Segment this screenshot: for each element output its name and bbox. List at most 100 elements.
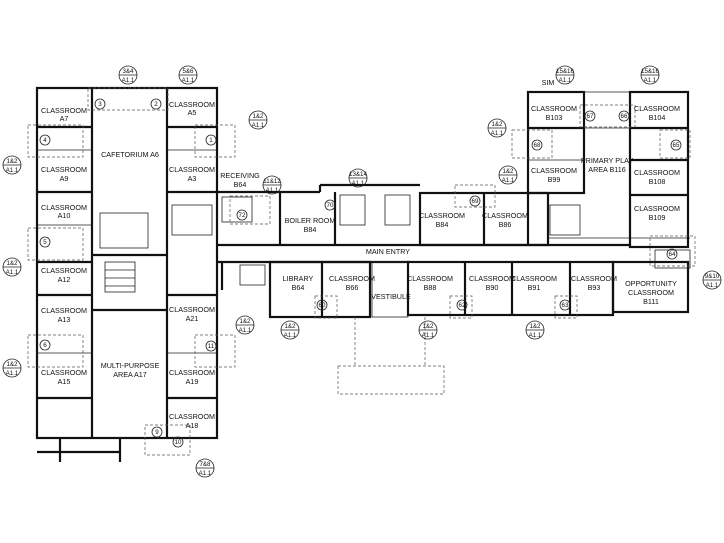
room-multipurpose-number: AREA A17 [113,370,147,379]
marker-6: 6 [39,339,51,351]
svg-text:68: 68 [534,142,541,149]
callout-13-14: 13&14 A1.1 [348,168,367,188]
room-multipurpose-label: MULTI-PURPOSE [101,361,160,370]
room-library-label: LIBRARY [283,274,314,283]
svg-text:1&2: 1&2 [252,113,264,120]
marker-72: 72 [236,209,248,221]
svg-text:A1.1: A1.1 [199,470,212,477]
callout-11-12: 11&12 A1.1 [262,175,282,195]
detail-boxes [27,87,696,456]
callout-1-2-d: 1&2 A1.1 [2,358,22,378]
svg-text:A1.1: A1.1 [559,77,572,84]
marker-4: 4 [39,134,51,146]
svg-text:A1.1: A1.1 [352,180,365,187]
svg-text:15&16: 15&16 [556,68,574,75]
marker-2: 2 [150,98,162,110]
room-opportunity-label-2: CLASSROOM [628,288,674,297]
marker-60: 60 [316,299,328,311]
room-a9-number: A9 [60,174,69,183]
svg-text:A1.1: A1.1 [239,327,252,334]
svg-text:69: 69 [472,198,479,205]
callout-1-2-e: 1&2 A1.1 [235,315,255,335]
svg-text:72: 72 [239,212,246,219]
east-wing-walls [406,90,691,317]
svg-text:1&2: 1&2 [6,260,18,267]
vestibule-label: VESTIBULE [371,292,411,301]
room-a19-number: A19 [186,377,199,386]
callout-3-4: 3&4 A1.1 [118,65,138,85]
room-b91-label: CLASSROOM [511,274,557,283]
sim-label: SIM [542,78,555,87]
marker-70: 70 [324,199,336,211]
room-a5-label: CLASSROOM [169,100,215,109]
room-b86-number: B86 [499,220,512,229]
svg-text:A1.1: A1.1 [491,130,504,137]
marker-69: 69 [469,195,481,207]
room-a15-label: CLASSROOM [41,368,87,377]
room-a18-label: CLASSROOM [169,412,215,421]
callout-1-2-g: 1&2 A1.1 [418,320,438,340]
svg-text:60: 60 [319,302,326,309]
svg-text:1&2: 1&2 [6,361,18,368]
room-b104-number: B104 [649,113,666,122]
room-b99-number: B99 [548,175,561,184]
room-cafetorium-label: CAFETORIUM A6 [101,150,159,159]
svg-text:6: 6 [43,342,47,349]
room-b93-label: CLASSROOM [571,274,617,283]
room-b86-label: CLASSROOM [482,211,528,220]
svg-text:1&2: 1&2 [529,323,541,330]
room-b91-number: B91 [528,283,541,292]
room-a15-number: A15 [58,377,71,386]
room-b103-number: B103 [546,113,563,122]
room-b108-label: CLASSROOM [634,168,680,177]
svg-text:15&16: 15&16 [641,68,659,75]
room-a12-number: A12 [58,275,71,284]
marker-1: 1 [205,134,217,146]
room-primary-play-number: AREA B116 [588,165,625,174]
room-a13-label: CLASSROOM [41,306,87,315]
marker-5: 5 [39,236,51,248]
callout-1-2-j: 1&2 A1.1 [498,165,518,185]
room-a10-number: A10 [58,211,71,220]
svg-text:66: 66 [621,113,628,120]
svg-text:65: 65 [673,142,680,149]
marker-3: 3 [94,98,106,110]
main-entry-label: MAIN ENTRY [366,247,410,256]
room-receiving-number: B64 [234,180,247,189]
room-b66-label: CLASSROOM [329,274,375,283]
marker-66: 66 [618,110,630,122]
callout-5-6: 5&6 A1.1 [178,65,198,85]
room-a21-label: CLASSROOM [169,305,215,314]
svg-text:2: 2 [154,101,158,108]
svg-text:70: 70 [327,202,334,209]
room-opportunity-label: OPPORTUNITY [625,279,677,288]
room-b99-label: CLASSROOM [531,166,577,175]
svg-text:A1.1: A1.1 [284,332,297,339]
marker-67: 67 [584,110,596,122]
room-a19-label: CLASSROOM [169,368,215,377]
svg-text:A1.1: A1.1 [182,77,195,84]
svg-text:1&2: 1&2 [491,121,503,128]
room-library-number: B64 [292,283,305,292]
callout-15-16-b: 15&16 A1.1 [640,65,659,85]
room-b84-label: CLASSROOM [419,211,465,220]
central-connector-walls [171,183,445,395]
svg-text:A1.1: A1.1 [706,282,719,289]
marker-11: 11 [205,340,217,352]
svg-text:11&12: 11&12 [263,178,281,185]
svg-text:A1.1: A1.1 [644,77,657,84]
room-b66-number: B66 [346,283,359,292]
room-a18-number: A18 [186,421,199,430]
marker-65: 65 [670,139,682,151]
detail-markers: 1 2 3 4 5 6 11 9 10 72 70 60 62 63 64 65… [39,98,682,448]
room-a13-number: A13 [58,315,71,324]
room-a5-number: A5 [188,108,197,117]
room-a3-label: CLASSROOM [169,165,215,174]
svg-text:A1.1: A1.1 [122,77,135,84]
marker-10: 10 [172,436,184,448]
svg-text:1&2: 1&2 [6,158,18,165]
svg-text:4: 4 [43,137,47,144]
svg-text:1&2: 1&2 [502,168,514,175]
callout-tags: 3&4 A1.1 5&6 A1.1 1&2 A1.1 1&2 A1.1 1&2 … [2,65,722,478]
